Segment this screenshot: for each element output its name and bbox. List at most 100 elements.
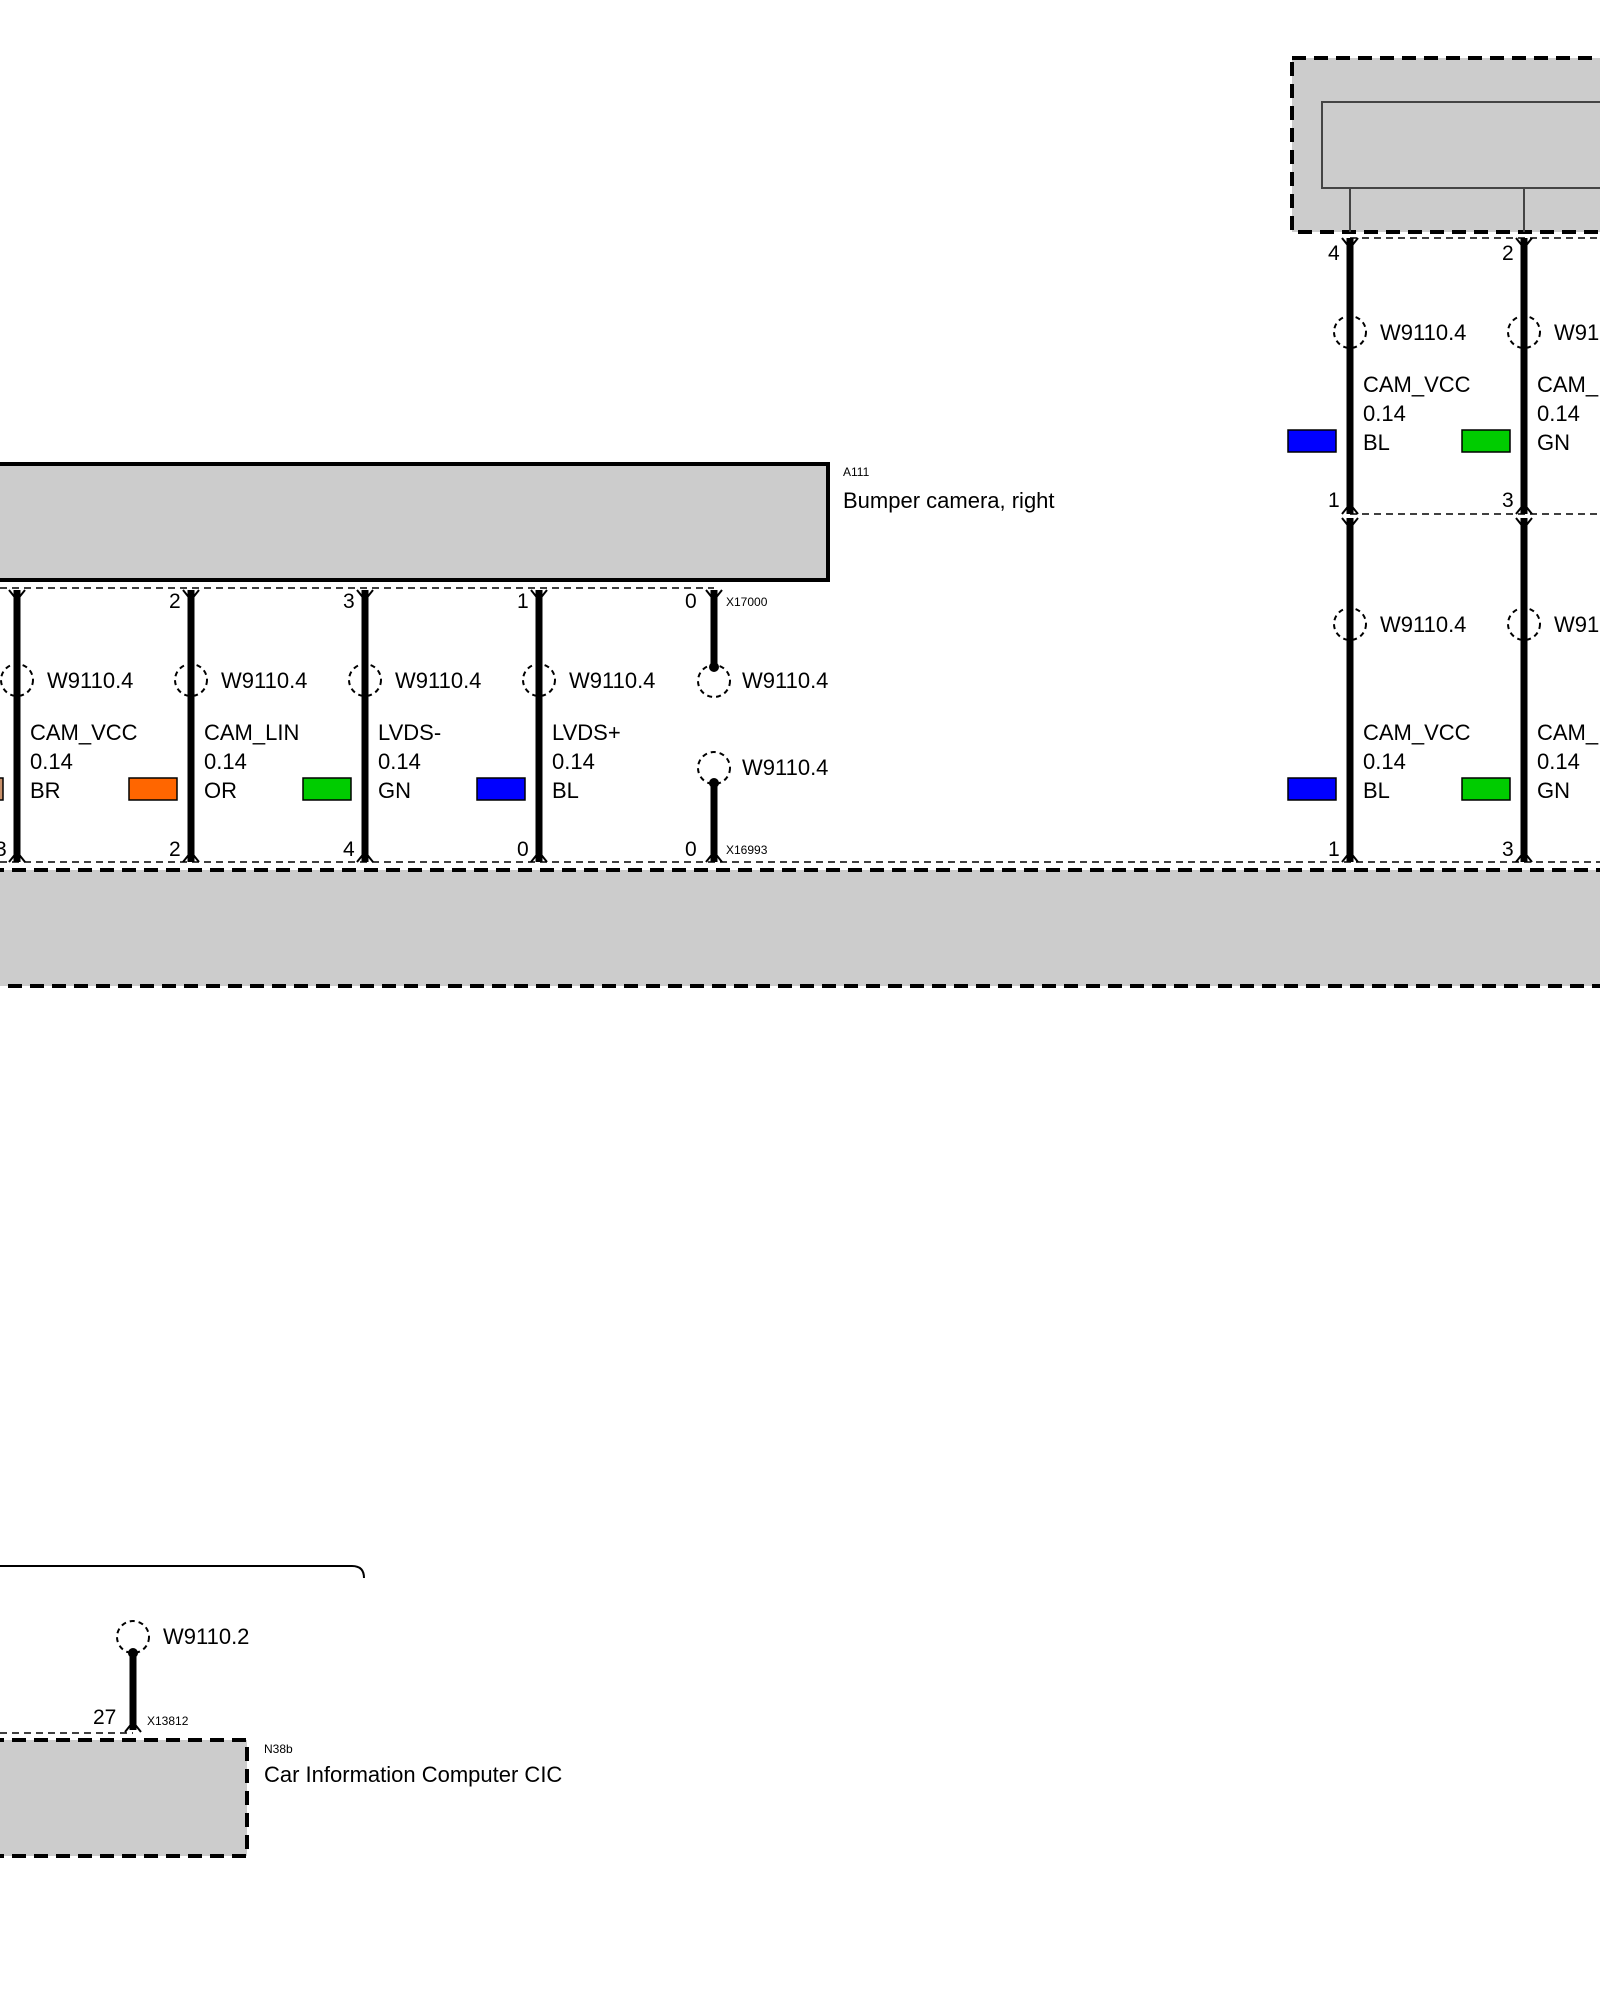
wire-code: W91 (1554, 320, 1599, 345)
wire-size: 0.14 (30, 749, 73, 774)
wire-size: 0.14 (1537, 401, 1580, 426)
camera-wire-group: W9110.4CAM_VCC0.14BR3W9110.4CAM_LIN0.14O… (0, 589, 655, 863)
wire-color: GN (1537, 430, 1570, 455)
color-swatch (1287, 777, 1337, 801)
pin-number: 0 (517, 838, 529, 861)
cic-section: W9110.2 27 X13812 N38b Car Information C… (0, 1565, 562, 1858)
pin-arrow (356, 850, 374, 863)
wire-size: 0.14 (378, 749, 421, 774)
twisted-pair-icon (1507, 315, 1541, 349)
bumper-camera-name: Bumper camera, right (843, 488, 1055, 513)
wire-signal: LVDS- (378, 720, 441, 745)
pin-number: 3 (1502, 838, 1514, 861)
wire-color: GN (378, 778, 411, 803)
color-swatch (1461, 777, 1511, 801)
shield-code-top: W9110.4 (742, 668, 828, 693)
connector-lower-id: X16993 (726, 843, 768, 857)
shield-pin-bottom: 0 (685, 838, 697, 861)
cic-connector-id: X13812 (147, 1714, 189, 1728)
twisted-pair-icon (1507, 607, 1541, 641)
shield-code-bottom: W9110.4 (742, 755, 828, 780)
wire-color: OR (204, 778, 237, 803)
pin-arrow (356, 589, 374, 602)
wire-signal: CAM_VCC (1363, 372, 1471, 397)
cic-ref: N38b (264, 1742, 293, 1756)
pin-number: 3 (343, 590, 355, 613)
top-right-module (1290, 56, 1600, 515)
pin-arrow (530, 589, 548, 602)
splice-icon (697, 751, 731, 785)
pin-arrow (1341, 237, 1359, 250)
pin-arrow (530, 850, 548, 863)
color-swatch (0, 777, 4, 801)
pin-arrow (1515, 502, 1533, 515)
pin-arrow (1341, 850, 1359, 863)
wire-signal: CAM_ (1537, 372, 1599, 397)
pin-arrow (1515, 237, 1533, 250)
pin-number: 2 (169, 590, 181, 613)
splice-icon (697, 664, 731, 698)
wire-code: W9110.4 (1380, 320, 1466, 345)
pin-number: 2 (1502, 242, 1514, 265)
pin-arrow (1341, 502, 1359, 515)
color-swatch (1287, 429, 1337, 453)
wire-size: 0.14 (204, 749, 247, 774)
wire-color: BL (1363, 778, 1390, 803)
splice-icon (116, 1620, 150, 1654)
shield-wire: W9110.4 W9110.4 0 0 X17000 X16993 (685, 589, 828, 863)
wire-code: W9110.4 (47, 668, 133, 693)
wire-code: W9110.4 (395, 668, 481, 693)
pin-arrow (1515, 850, 1533, 863)
wire-color: BL (1363, 430, 1390, 455)
pin-number: 3 (0, 838, 7, 861)
twisted-pair-icon (348, 663, 382, 697)
pin-number: 4 (1328, 242, 1340, 265)
shield-pin-top: 0 (685, 590, 697, 613)
pin-arrow (182, 850, 200, 863)
lower-component-band (0, 861, 1600, 988)
pin-number: 1 (517, 590, 529, 613)
bumper-camera-ref: A111 (843, 465, 870, 479)
wire-code: W9110.4 (1380, 612, 1466, 637)
color-swatch (476, 777, 526, 801)
wire-signal: CAM_ (1537, 720, 1599, 745)
wire-code: W9110.4 (221, 668, 307, 693)
connector-upper-id: X17000 (726, 595, 768, 609)
wire-size: 0.14 (552, 749, 595, 774)
pin-arrow (1341, 517, 1359, 530)
wire-code: W9110.4 (569, 668, 655, 693)
wire-color: BR (30, 778, 61, 803)
wire-color: GN (1537, 778, 1570, 803)
wire-color: BL (552, 778, 579, 803)
pin-number: 4 (343, 838, 355, 861)
wire-signal: CAM_VCC (30, 720, 138, 745)
pin-arrow (8, 850, 26, 863)
twisted-pair-icon (522, 663, 556, 697)
pin-number: 3 (1502, 489, 1514, 512)
cic-wire-code: W9110.2 (163, 1624, 249, 1649)
color-swatch (302, 777, 352, 801)
cic-pin: 27 (93, 1706, 116, 1729)
cic-name: Car Information Computer CIC (264, 1762, 562, 1787)
wire-signal: CAM_VCC (1363, 720, 1471, 745)
wire-size: 0.14 (1363, 749, 1406, 774)
bumper-camera-box: A111 Bumper camera, right (0, 462, 1055, 589)
pin-arrow (1515, 517, 1533, 530)
twisted-pair-icon (1333, 607, 1367, 641)
pin-arrow (182, 589, 200, 602)
wire-size: 0.14 (1537, 749, 1580, 774)
twisted-pair-icon (1333, 315, 1367, 349)
pin-arrow (8, 589, 26, 602)
pin-number: 2 (169, 838, 181, 861)
pin-number: 1 (1328, 838, 1340, 861)
wire-signal: LVDS+ (552, 720, 621, 745)
twisted-pair-icon (0, 663, 34, 697)
twisted-pair-icon (174, 663, 208, 697)
pin-number: 1 (1328, 489, 1340, 512)
wire-code: W91 (1554, 612, 1599, 637)
color-swatch (1461, 429, 1511, 453)
wire-size: 0.14 (1363, 401, 1406, 426)
